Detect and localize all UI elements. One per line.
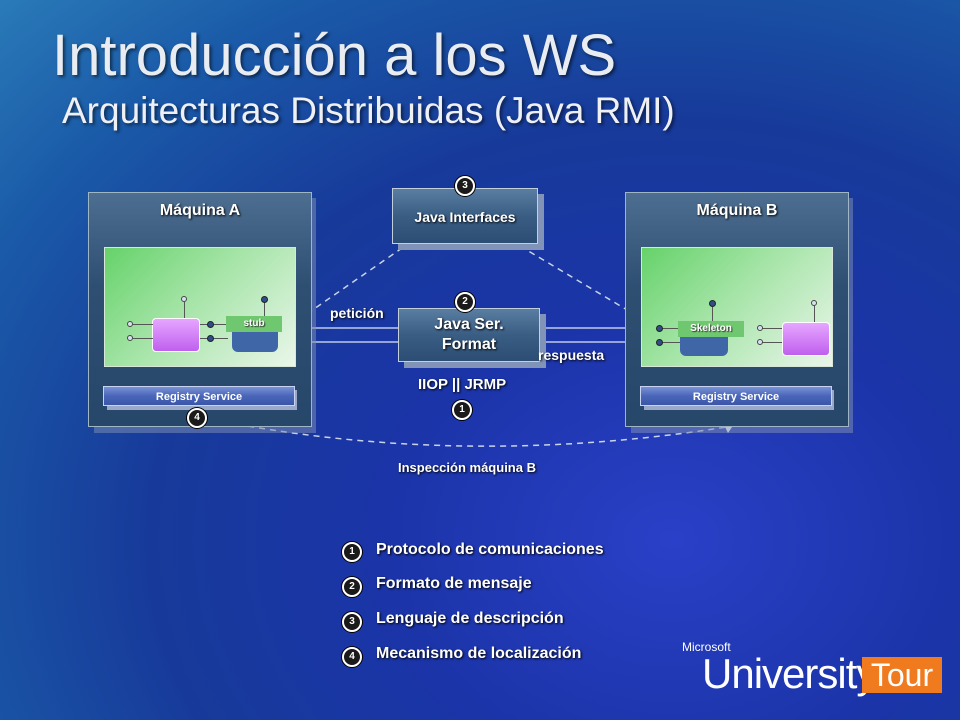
slide-title: Introducción a los WS — [52, 23, 617, 88]
connector-stub-line — [264, 302, 265, 316]
protocol-label: IIOP || JRMP — [418, 376, 507, 393]
badge-2: 2 — [455, 292, 475, 312]
connector-stub-line — [133, 338, 153, 339]
registry-service-a: Registry Service — [103, 386, 295, 406]
legend-item-4: Mecanismo de localización — [376, 645, 582, 662]
connector-dot — [181, 296, 187, 302]
connector-dot — [127, 335, 133, 341]
connector-stub-line — [712, 306, 713, 321]
legend-badge-1: 1 — [342, 542, 362, 562]
stub-label: stub — [226, 316, 282, 332]
connector-stub-line — [660, 342, 680, 343]
connector-dot — [811, 300, 817, 306]
badge-3: 3 — [455, 176, 475, 196]
legend-badge-3: 3 — [342, 612, 362, 632]
badge-1: 1 — [452, 400, 472, 420]
server-object — [782, 322, 830, 356]
machine-b-title: Máquina B — [696, 202, 778, 219]
connector-dot — [757, 325, 763, 331]
legend-item-3: Lenguaje de descripción — [376, 610, 564, 627]
legend-badge-4: 4 — [342, 647, 362, 667]
legend-item-1: Protocolo de comunicaciones — [376, 541, 604, 558]
connector-stub-line — [762, 328, 782, 329]
slide-subtitle: Arquitecturas Distribuidas (Java RMI) — [62, 90, 675, 131]
skeleton-label: Skeleton — [678, 321, 744, 337]
response-label: respuesta — [538, 347, 605, 363]
connector-dot — [656, 325, 663, 332]
inspection-dashed-curve — [204, 417, 734, 447]
connector-dot — [207, 335, 214, 342]
logo-tour: Tour — [862, 657, 942, 693]
registry-service-b: Registry Service — [640, 386, 832, 406]
connector-dot — [709, 300, 716, 307]
connector-stub-line — [200, 324, 228, 325]
connector-stub-line — [814, 306, 815, 322]
java-interfaces-box: Java Interfaces — [392, 188, 538, 244]
client-object — [152, 318, 200, 352]
java-ser-line2: Format — [441, 336, 497, 353]
connector-stub-line — [133, 324, 153, 325]
badge-4: 4 — [187, 408, 207, 428]
java-ser-line1: Java Ser. — [434, 316, 504, 333]
connector-stub-line — [184, 302, 185, 318]
connector-stub-line — [660, 328, 680, 329]
legend-badge-2: 2 — [342, 577, 362, 597]
connector-dot — [207, 321, 214, 328]
machine-a-title: Máquina A — [159, 202, 241, 219]
logo-university: University — [702, 650, 877, 697]
inspection-label: Inspección máquina B — [398, 460, 536, 475]
connector-dot — [261, 296, 268, 303]
connector-dot — [757, 339, 763, 345]
connector-stub-line — [762, 342, 782, 343]
logo-microsoft: Microsoft — [682, 640, 731, 654]
java-ser-box: Java Ser. Format — [398, 308, 540, 362]
dashed-line-interfaces-to-b — [519, 245, 655, 327]
legend-item-2: Formato de mensaje — [376, 575, 532, 592]
request-label: petición — [330, 305, 384, 321]
connector-dot — [656, 339, 663, 346]
connector-stub-line — [200, 338, 228, 339]
connector-dot — [127, 321, 133, 327]
